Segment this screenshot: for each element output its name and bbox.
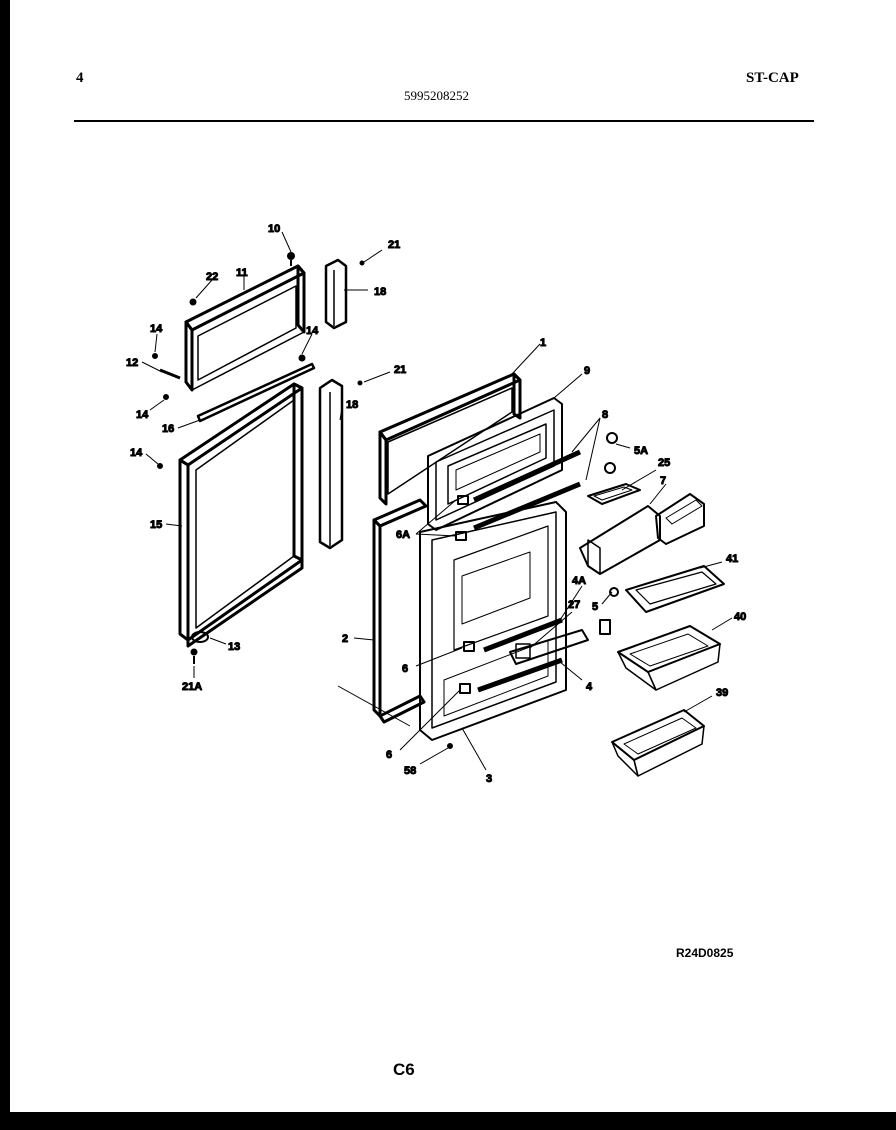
lower-door-handle (318, 378, 363, 550)
callout-label: 22 (206, 271, 218, 283)
upper-door-handle (324, 258, 365, 330)
callout-label: 14 (150, 323, 163, 335)
page-number: 4 (76, 70, 84, 86)
callout-label: 27 (568, 599, 580, 611)
callout-label: 15 (150, 519, 162, 531)
fresh-food-door-gasket-frame (178, 382, 304, 648)
model-code: ST-CAP (746, 70, 799, 86)
callout-label: 14 (130, 447, 143, 459)
callout-label: 6A (396, 529, 410, 541)
header-rule (74, 120, 814, 122)
callout-label: 8 (602, 409, 608, 421)
callout-label: 1 (540, 337, 546, 349)
callout-label: 9 (584, 365, 590, 377)
callout-labels: 10 22 11 14 12 14 14 16 14 15 13 21A 21 … (126, 223, 747, 786)
liner-screw (447, 743, 453, 749)
door-shelf-bin-medium (617, 625, 721, 691)
parts-diagram-page (10, 0, 896, 1112)
callout-label: 2 (342, 633, 348, 645)
fresh-food-door-gasket (372, 498, 428, 724)
callout-label: 39 (716, 687, 728, 699)
door-stop-part (190, 631, 209, 664)
utility-bin-small (625, 565, 725, 613)
freezer-door-small-parts (152, 298, 306, 469)
callout-label: 21 (394, 364, 406, 376)
callout-label: 25 (658, 457, 670, 469)
callout-label: 7 (660, 475, 666, 487)
callout-label: 14 (136, 409, 149, 421)
callout-label: 40 (734, 611, 746, 623)
callout-label: 10 (268, 223, 280, 235)
dairy-bin-pair (579, 493, 705, 575)
freezer-door-gasket-frame (184, 264, 306, 392)
door-shelf-bin-large (611, 709, 705, 777)
callout-label: 11 (236, 267, 248, 279)
fresh-food-door-liner (419, 501, 589, 741)
callout-label: 14 (306, 325, 319, 337)
shelf-retainer-clips (599, 432, 619, 635)
freezer-door-gasket (378, 372, 522, 506)
sheet-code: C6 (393, 1060, 415, 1079)
part-number: 5995208252 (404, 88, 469, 103)
callout-label: 18 (346, 399, 358, 411)
freezer-door-hinge-pin (287, 252, 295, 266)
callout-label: 21 (388, 239, 400, 251)
freezer-door-liner (427, 397, 582, 541)
butter-door-cover (587, 483, 641, 505)
leader-lines (141, 231, 733, 771)
callout-label: 5A (634, 445, 648, 457)
freezer-door-trim-strip (196, 362, 316, 423)
callout-label: 16 (162, 423, 174, 435)
callout-label: 4 (586, 681, 593, 693)
callout-label: 6 (402, 663, 408, 675)
reference-code: R24D0825 (676, 946, 734, 960)
callout-label: 21A (182, 681, 202, 693)
callout-label: 58 (404, 765, 416, 777)
callout-label: 12 (126, 357, 138, 369)
callout-label: 18 (374, 286, 386, 298)
callout-label: 5 (592, 601, 598, 613)
callout-label: 6 (386, 749, 392, 761)
callout-label: 13 (228, 641, 240, 653)
callout-label: 41 (726, 553, 738, 565)
callout-label: 4A (572, 575, 586, 587)
callout-label: 3 (486, 773, 492, 785)
